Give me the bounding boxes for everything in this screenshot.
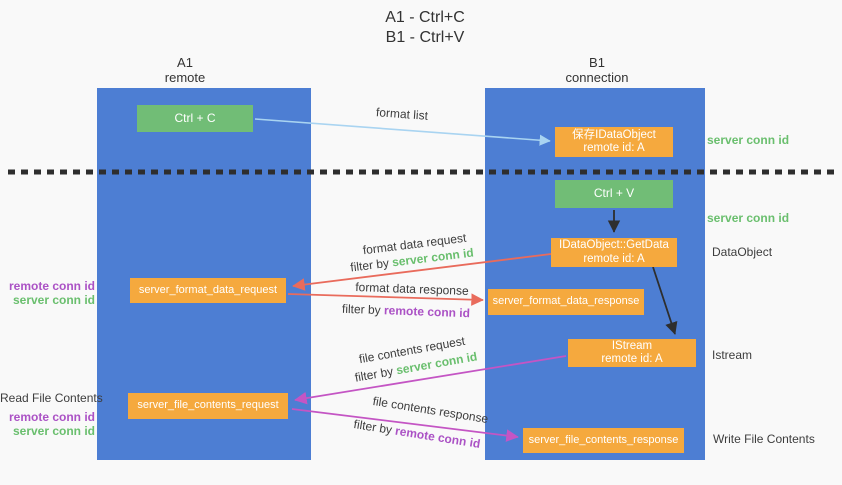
node-ctrl-v-label: Ctrl + V — [593, 186, 635, 201]
annotation-remote-conn-id-file: remote conn id — [8, 410, 95, 424]
lane-a1-role: remote — [164, 70, 206, 85]
node-server-format-data-request-label: server_format_data_request — [138, 283, 278, 296]
node-server-format-data-response-label: server_format_data_response — [492, 295, 640, 308]
node-ctrl-c-label: Ctrl + C — [174, 110, 216, 125]
annotation-dataobject: DataObject — [712, 245, 773, 259]
annotation-server-conn-id-mid: server conn id — [707, 211, 790, 225]
lane-header-a1: A1 remote — [135, 55, 235, 85]
diagram-title: A1 - Ctrl+C B1 - Ctrl+V — [300, 8, 550, 48]
lane-b1-name: B1 — [589, 55, 605, 70]
annotation-write-file-contents: Write File Contents — [713, 432, 815, 446]
node-server-file-contents-request: server_file_contents_request — [128, 393, 288, 419]
diagram-title-line1: A1 - Ctrl+C — [385, 9, 465, 26]
node-getdata-line2: remote id: A — [583, 252, 645, 265]
node-idataobject-getdata: IDataObject::GetData remote id: A — [551, 238, 677, 267]
annotation-server-conn-id-format: server conn id — [12, 293, 95, 307]
annotation-file-conn-ids: remote conn id server conn id — [0, 410, 95, 438]
annotation-istream: Istream — [712, 348, 753, 362]
annotation-server-conn-id-file: server conn id — [12, 424, 95, 438]
node-server-file-contents-response: server_file_contents_response — [523, 428, 684, 453]
annotation-server-conn-id-top: server conn id — [707, 133, 790, 147]
filter-by-prefix: filter by — [349, 255, 393, 275]
edge-label-format-data-response: format data response — [355, 280, 469, 298]
node-getdata-line1: IDataObject::GetData — [559, 239, 669, 251]
filter-by-prefix: filter by — [352, 417, 397, 438]
diagram-title-line2: B1 - Ctrl+V — [385, 29, 465, 46]
node-server-format-data-request: server_format_data_request — [130, 278, 286, 303]
node-istream: IStream remote id: A — [568, 339, 696, 367]
edge-label-filter-by-remote-conn-id-1: filter by remote conn id — [340, 302, 472, 321]
remote-conn-id-text: remote conn id — [394, 423, 482, 451]
remote-conn-id-text: remote conn id — [383, 303, 471, 321]
node-save-idataobject-line1: 保存IDataObject — [572, 128, 656, 141]
filter-by-prefix: filter by — [353, 363, 398, 385]
node-server-format-data-response: server_format_data_response — [488, 289, 644, 315]
lane-b1-role: connection — [565, 70, 629, 85]
filter-by-prefix: filter by — [341, 301, 385, 318]
annotation-remote-conn-id-format: remote conn id — [8, 279, 95, 293]
node-server-file-contents-request-label: server_file_contents_request — [137, 399, 279, 412]
annotation-read-file-contents: Read File Contents — [0, 391, 103, 405]
lane-header-b1: B1 connection — [547, 55, 647, 85]
edge-label-format-list: format list — [375, 105, 429, 123]
node-istream-line2: remote id: A — [601, 353, 663, 365]
node-ctrl-v: Ctrl + V — [555, 180, 673, 208]
annotation-format-conn-ids: remote conn id server conn id — [0, 279, 95, 307]
node-save-idataobject-line2: remote id: A — [583, 142, 645, 154]
node-save-idataobject: 保存IDataObject remote id: A — [555, 127, 673, 157]
node-istream-line1: IStream — [611, 339, 653, 352]
node-server-file-contents-response-label: server_file_contents_response — [528, 433, 679, 446]
lane-a1-name: A1 — [177, 55, 193, 70]
node-ctrl-c: Ctrl + C — [137, 105, 253, 132]
